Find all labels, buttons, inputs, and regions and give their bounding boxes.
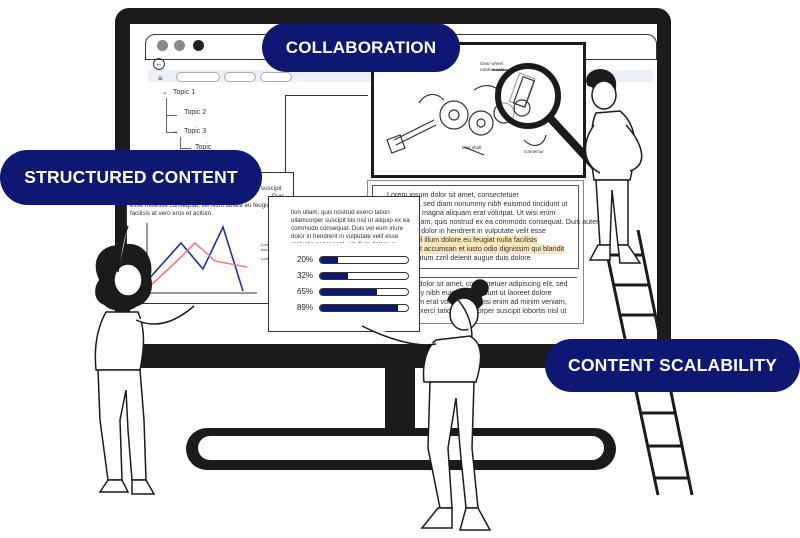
chevron-down-icon[interactable]: ⌄ [173,128,179,135]
progress-row: 89% [297,303,409,313]
chevron-down-icon[interactable]: ⌄ [162,89,168,96]
window-dot-2[interactable] [174,40,185,51]
tree-connector-1 [166,98,177,116]
person-left-illustration [94,225,195,495]
progress-fill [320,257,338,263]
chart-text-1: suscipit [261,185,282,192]
menu-icon[interactable]: ≡ [158,74,163,83]
progress-fill [320,305,399,311]
nav-pill-1[interactable] [176,72,220,82]
progress-track [319,256,409,264]
text-block-1: Lorem ipsum dolor sit amet, consectetuer… [372,185,602,269]
para1-line-5: vel eum iriure dolor in hendrerit in vul… [376,226,546,235]
progress-panel-text: tion ullam, quis nostrud exerci tation u… [291,209,410,243]
diagram-label-2: rotation axis [480,67,505,72]
para1-line-1: Lorem ipsum dolor sit amet, consectetuer [387,190,519,199]
chart-text-4: facilisis at vero eros et acitum. [130,210,213,217]
para1-line-4: ad minim veniam, quis nostrud ex ea comm… [376,217,603,226]
tree-connector-2 [166,116,177,133]
progress-track [319,288,409,296]
progress-label: 89% [297,303,314,312]
progress-label: 32% [297,271,314,280]
progress-fill [320,273,349,279]
nav-pill-3[interactable] [260,72,292,82]
diagram-label-3: lead shaft [462,145,482,150]
para2-line-1: Lorem ipsum dolor sit amet, consectetuer… [375,279,568,288]
diagram-label-1: Gear wheel [480,61,504,66]
tree-topic-2[interactable]: Topic 2 [184,109,207,116]
monitor-neck [385,365,415,440]
tree-connector-3 [180,137,191,149]
series-blue-line [146,224,244,292]
progress-row: 65% [297,287,409,297]
badge-collaboration: COLLABORATION [262,23,460,72]
para1-line-3: laoreet dolore magna aliquam erat volutp… [376,208,556,217]
person-center-illustration [361,279,492,531]
progress-fill [320,289,378,295]
progress-label: 65% [297,287,314,296]
progress-track [319,304,409,312]
tree-topic-3[interactable]: Topic 3 [184,128,207,135]
progress-row: 20% [297,255,409,265]
para1-line-2: adipiscing elit, sed diam nonummy nibh e… [376,199,568,208]
content-frame [285,95,368,204]
arrow-left-icon[interactable]: ← [153,58,165,70]
series-red-line [150,241,248,286]
chart-text-3: esse molestie consequat, vel illum dolor… [130,202,287,209]
window-dot-3[interactable] [193,40,204,51]
progress-row: 32% [297,271,409,281]
progress-bars: 20% 32% 65% 89% [268,196,420,330]
diagram-label-4: connector [524,149,544,154]
window-dot-1[interactable] [157,40,168,51]
line-chart [146,223,257,294]
badge-structured-content: STRUCTURED CONTENT [0,150,262,205]
highlight-line-1[interactable]: consequat, vel illum dolore eu feugiat n… [376,235,538,245]
nav-pill-2[interactable] [224,72,256,82]
monitor-base-inner [198,436,604,460]
progress-label: 20% [297,255,314,264]
para1-tail: praesent luptatum zzril delenit augue du… [376,253,531,262]
badge-content-scalability: CONTENT SCALABILITY [545,339,800,392]
tree-topic-1[interactable]: Topic 1 [173,89,196,96]
progress-track [319,272,409,280]
person-right-illustration [584,69,643,264]
tree-topic-4[interactable]: Topic [195,144,212,151]
highlight-line-2[interactable]: at vero eros et accumsan et iusto odio d… [376,244,565,254]
